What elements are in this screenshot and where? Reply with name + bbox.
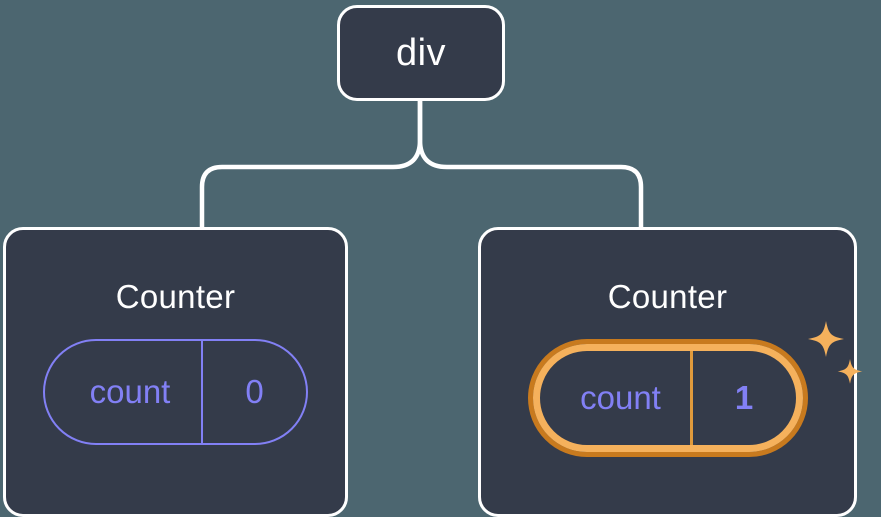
connector-tree: [199, 97, 644, 230]
sparkle-large-icon: [807, 321, 844, 357]
node-counter-right[interactable]: Counter count 1: [478, 227, 862, 517]
state-value-left: 0: [201, 341, 306, 443]
state-key-left: count: [89, 373, 171, 410]
component-tree-diagram: div Counter count 0 Counter count 1: [3, 5, 862, 517]
node-counter-right-label: Counter: [607, 278, 728, 315]
state-key-right: count: [580, 379, 661, 416]
state-pill-left[interactable]: count 0: [43, 339, 308, 445]
state-pill-right-wrap: count 1: [527, 321, 862, 457]
node-counter-left-label: Counter: [115, 278, 236, 315]
state-pill-right-inner: count 1: [532, 344, 803, 452]
state-value-right: 1: [689, 351, 796, 445]
state-pill-left-wrap: count 0: [43, 339, 308, 445]
connector-to-left-counter: [199, 97, 423, 230]
connector-to-right-counter: [417, 97, 644, 230]
node-div-label: div: [395, 32, 447, 74]
state-pill-right[interactable]: count 1: [527, 339, 808, 457]
node-div[interactable]: div: [337, 5, 505, 101]
node-counter-left[interactable]: Counter count 0: [3, 227, 348, 517]
